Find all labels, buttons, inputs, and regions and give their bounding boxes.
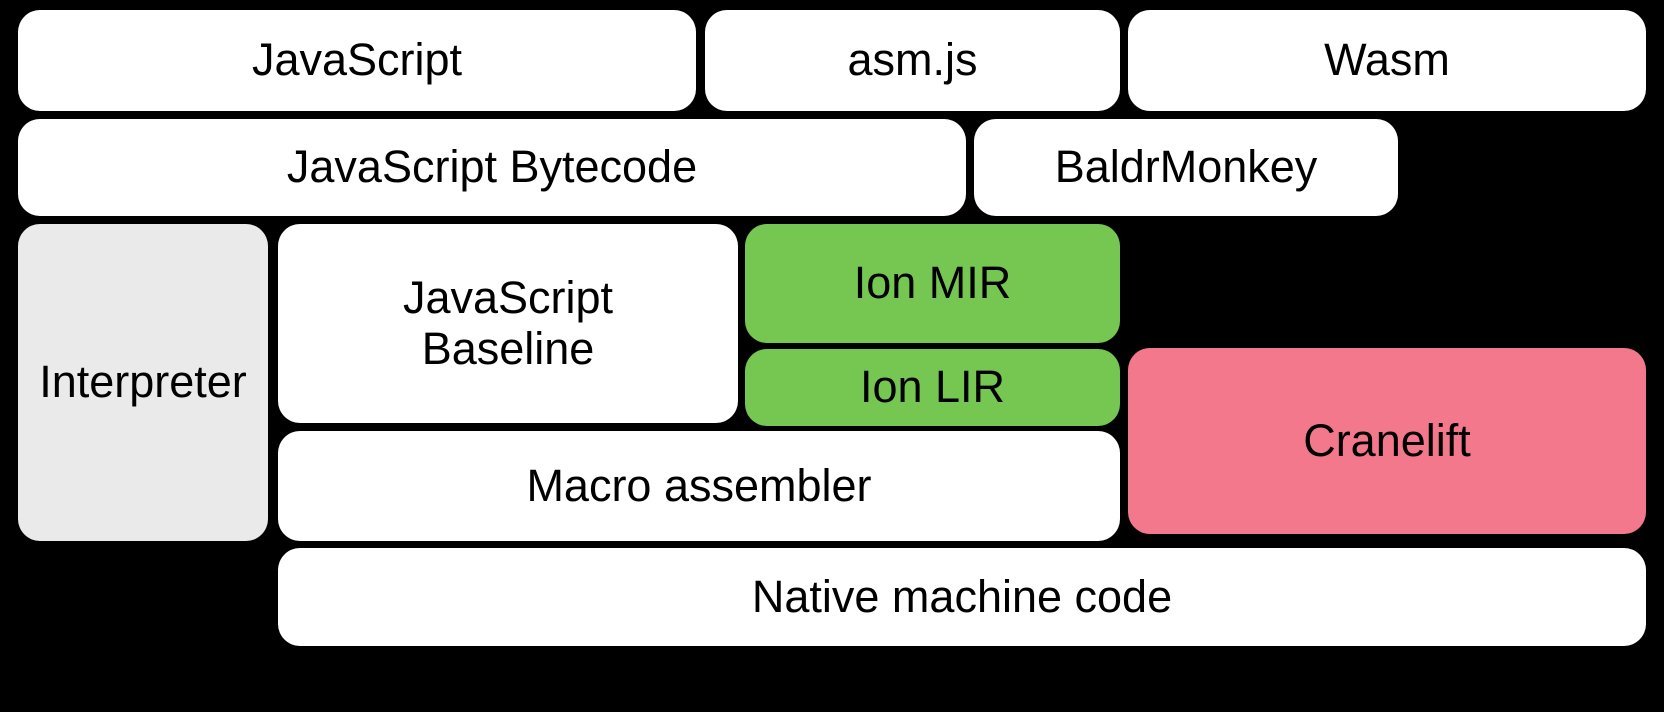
node-javascript-baseline[interactable]: JavaScript Baseline: [278, 224, 738, 423]
node-cranelift[interactable]: Cranelift: [1128, 348, 1646, 534]
node-macro-assembler[interactable]: Macro assembler: [278, 431, 1120, 541]
node-native-machine-code[interactable]: Native machine code: [278, 548, 1646, 646]
node-wasm[interactable]: Wasm: [1128, 10, 1646, 111]
node-asmjs[interactable]: asm.js: [705, 10, 1120, 111]
node-interpreter[interactable]: Interpreter: [18, 224, 268, 541]
node-javascript-bytecode[interactable]: JavaScript Bytecode: [18, 119, 966, 216]
node-ion-mir[interactable]: Ion MIR: [745, 224, 1120, 343]
node-baldrmonkey[interactable]: BaldrMonkey: [974, 119, 1398, 216]
node-ion-lir[interactable]: Ion LIR: [745, 349, 1120, 426]
node-javascript[interactable]: JavaScript: [18, 10, 696, 111]
